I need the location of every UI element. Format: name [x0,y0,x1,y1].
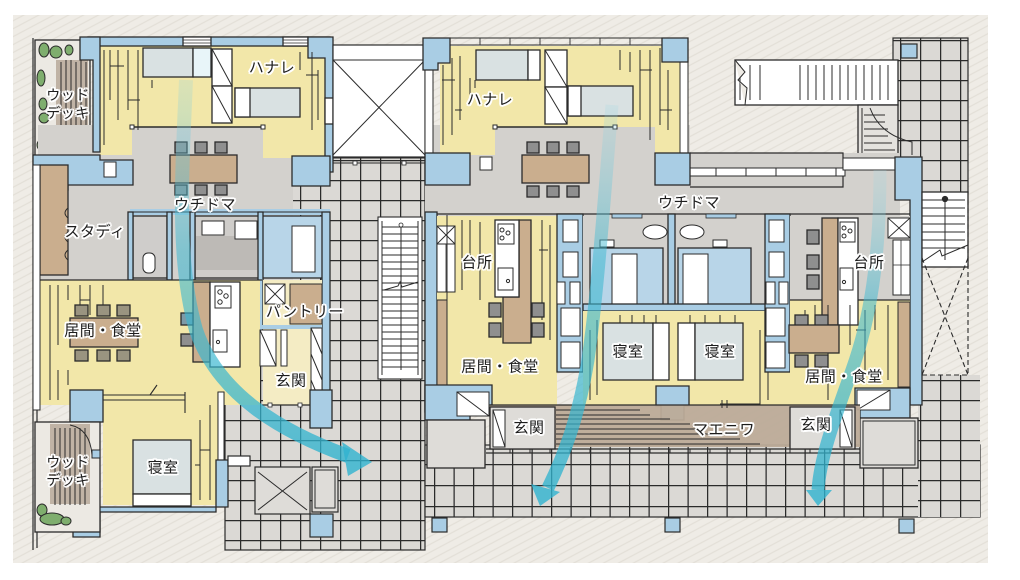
bathtub-icon [682,253,709,305]
room-label-entrance-left-house: 玄関 [275,371,307,390]
circulation-arrow-west [174,79,372,476]
toilet-icon [142,252,156,274]
bed-icon [142,47,212,78]
bed-icon [567,85,634,117]
toilet-icon [679,224,705,240]
room-label-living-dining-west: 居間・食堂 [64,321,142,340]
room-label-entrance-unit-east: 玄関 [800,415,832,434]
central-stair [377,216,423,380]
room-label-annex-west: ハナレ [248,58,296,77]
circulation-arrow-center [531,104,619,506]
dining-table-icon [788,314,840,368]
circulation-arrows [174,79,887,506]
dining-table-icon [69,304,139,362]
bed-icon [677,322,744,381]
room-label-bedroom-unit-west: 寝室 [612,342,644,361]
room-label-kitchen-unit-west: 台所 [461,253,493,272]
bed-icon [132,439,192,507]
right-house [422,37,969,469]
room-label-earthen-hall-west: ウチドマ [173,195,237,214]
room-label-entrance-unit-west: 玄関 [513,418,545,437]
sink-icon [234,220,258,240]
wood-deck-south [34,421,101,533]
room-label-earthen-hall-east: ウチドマ [657,193,721,212]
room-label-bedroom-left-house: 寝室 [147,458,179,477]
east-stair [921,191,969,376]
kitchen-counter-icon [821,217,859,326]
bathtub-icon [291,225,316,273]
room-label-living-dining-unit-west: 居間・食堂 [461,357,539,376]
bed-icon [602,322,670,381]
wardrobe-icon [211,48,233,124]
planting-icon [36,503,72,526]
room-label-bedroom-unit-east: 寝室 [704,342,736,361]
entrance-west-box [489,406,556,450]
room-label-kitchen-unit-east: 台所 [853,253,885,272]
washer-icon [201,220,225,236]
atrium-void [332,44,426,166]
kitchen-counter-icon [488,219,545,344]
room-label-study: スタディ [64,222,126,241]
label-line: ウッド [46,455,90,471]
room-label-annex-east: ハナレ [466,90,514,109]
toilet-icon [642,224,668,240]
bed-icon [234,87,301,118]
exterior-stair [734,59,913,158]
storage-box [227,455,339,538]
left-house [32,36,334,550]
circulation-arrow-east [806,169,887,506]
label-line: デッキ [46,473,90,489]
bathtub-icon [611,253,638,305]
bed-icon [475,49,541,81]
room-label-wood-deck-south: ウッド デッキ [46,454,90,490]
room-label-wood-deck-north: ウッド デッキ [46,87,90,123]
study-desk [39,164,69,276]
room-label-living-dining-unit-east: 居間・食堂 [805,367,883,386]
wardrobe-icon [544,49,568,125]
label-line: デッキ [46,106,90,122]
label-line: ウッド [46,88,90,104]
room-label-pantry: パントリー [265,302,345,321]
dining-table-icon [521,141,590,198]
room-label-front-garden: マエニワ [692,420,756,439]
